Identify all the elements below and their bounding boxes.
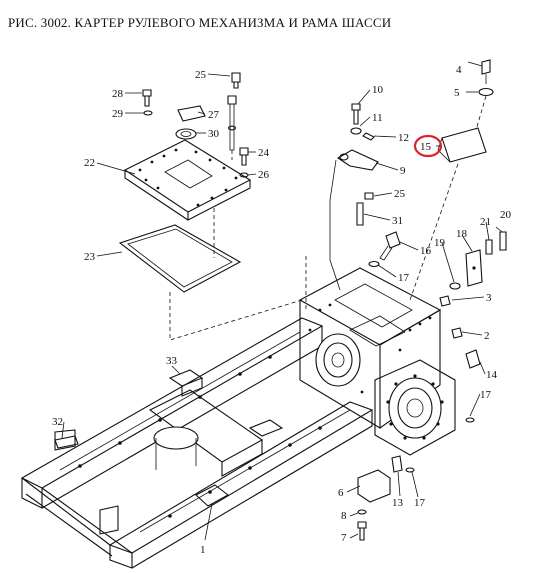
- small-parts: [142, 59, 507, 541]
- callout-4: 4: [456, 64, 462, 76]
- gasket-23: [118, 224, 242, 293]
- callout-17-bottom: 17: [414, 497, 426, 509]
- callout-numbers: 25 28 29 27 30 24 26 22 23 10 11 12 9 25…: [52, 64, 512, 556]
- callout-25-mid: 25: [394, 188, 406, 200]
- leader-lines: [61, 61, 503, 541]
- callout-19: 19: [434, 237, 446, 249]
- callout-22: 22: [84, 157, 95, 169]
- callout-7: 7: [341, 532, 347, 544]
- callout-16: 16: [420, 245, 432, 257]
- callout-32: 32: [52, 416, 63, 428]
- callout-18: 18: [456, 228, 468, 240]
- callout-15: 15: [420, 141, 432, 153]
- callout-20: 20: [500, 209, 512, 221]
- callout-23: 23: [84, 251, 96, 263]
- callout-30: 30: [208, 128, 220, 140]
- callout-24: 24: [258, 147, 270, 159]
- callout-29: 29: [112, 108, 124, 120]
- cover-bolt-ring: [386, 374, 444, 440]
- cover-plate-22: [123, 139, 252, 221]
- figure-title: РИС. 3002. КАРТЕР РУЛЕВОГО МЕХАНИЗМА И Р…: [8, 15, 392, 30]
- callout-26: 26: [258, 169, 270, 181]
- callout-2: 2: [484, 330, 490, 342]
- housing-holes: [308, 303, 432, 394]
- callout-25-top: 25: [195, 69, 207, 81]
- callout-27: 27: [208, 109, 220, 121]
- callout-17-mid: 17: [398, 272, 410, 284]
- chassis-frame: [20, 317, 374, 569]
- callout-17-right: 17: [480, 389, 492, 401]
- callout-11: 11: [372, 112, 383, 124]
- callout-1: 1: [200, 544, 206, 556]
- plate-holes: [138, 148, 238, 207]
- callout-10: 10: [372, 84, 384, 96]
- callout-13: 13: [392, 497, 404, 509]
- callout-5: 5: [454, 87, 460, 99]
- callout-9: 9: [400, 165, 406, 177]
- callout-3: 3: [486, 292, 492, 304]
- callout-8: 8: [341, 510, 347, 522]
- callout-6: 6: [338, 487, 344, 499]
- steering-housing: [298, 267, 456, 503]
- callout-12: 12: [398, 132, 409, 144]
- callout-31: 31: [392, 215, 403, 227]
- callout-28: 28: [112, 88, 124, 100]
- callout-21: 21: [480, 216, 491, 228]
- callout-14: 14: [486, 369, 498, 381]
- rail-holes: [78, 355, 322, 518]
- part-15-highlight-ring: [413, 134, 443, 158]
- callout-33: 33: [166, 355, 178, 367]
